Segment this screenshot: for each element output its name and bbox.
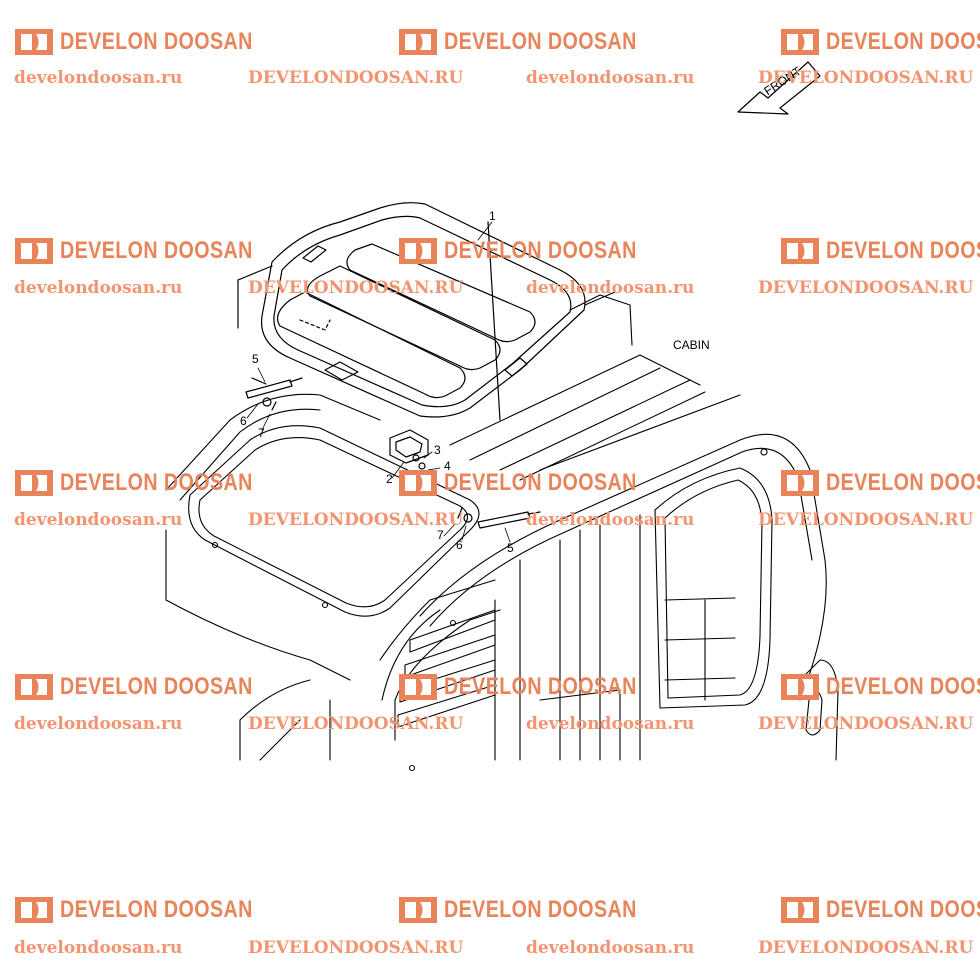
callout-1: 1 xyxy=(489,209,496,223)
watermark-brand: DEVELON DOOSAN xyxy=(780,896,980,924)
watermark-brand: DEVELON DOOSAN xyxy=(780,469,980,497)
watermark-url: DEVELONDOOSAN.RU xyxy=(248,510,464,530)
watermark-brand: DEVELON DOOSAN xyxy=(398,28,679,56)
callout-7-left: 7 xyxy=(258,426,265,440)
watermark-url: DEVELONDOOSAN.RU xyxy=(758,714,974,734)
callout-3: 3 xyxy=(434,443,441,457)
watermark-url: develondoosan.ru xyxy=(526,714,695,734)
brand-logo-icon xyxy=(15,238,53,264)
brand-logo-icon xyxy=(399,238,437,264)
watermark-brand: DEVELON DOOSAN xyxy=(398,237,679,265)
brand-logo-icon xyxy=(15,897,53,923)
brand-logo-icon xyxy=(399,674,437,700)
watermark-url: develondoosan.ru xyxy=(526,510,695,530)
watermark-url: develondoosan.ru xyxy=(526,68,695,88)
callout-6-left: 6 xyxy=(240,414,247,428)
watermark-brand: DEVELON DOOSAN xyxy=(398,896,679,924)
watermark-url: develondoosan.ru xyxy=(14,68,183,88)
watermark-url: DEVELONDOOSAN.RU xyxy=(248,278,464,298)
brand-logo-icon xyxy=(15,470,53,496)
watermark-brand: DEVELON DOOSAN xyxy=(14,673,295,701)
hatch-latch xyxy=(389,429,429,470)
watermark-url: DEVELONDOOSAN.RU xyxy=(758,510,974,530)
watermark-url: DEVELONDOOSAN.RU xyxy=(248,68,464,88)
brand-logo-icon xyxy=(399,29,437,55)
watermark-brand: DEVELON DOOSAN xyxy=(14,469,295,497)
brand-logo-icon xyxy=(781,897,819,923)
watermark-url: develondoosan.ru xyxy=(14,714,183,734)
watermark-url: DEVELONDOOSAN.RU xyxy=(758,68,974,88)
watermark-url: develondoosan.ru xyxy=(14,510,183,530)
watermark-brand: DEVELON DOOSAN xyxy=(780,673,980,701)
roof-hatch xyxy=(260,202,586,418)
callout-6-right: 6 xyxy=(456,538,463,552)
callout-7-right: 7 xyxy=(437,528,444,542)
watermark-brand: DEVELON DOOSAN xyxy=(14,237,295,265)
watermark-url: develondoosan.ru xyxy=(14,938,183,958)
leader-lines xyxy=(246,221,511,543)
watermark-url: DEVELONDOOSAN.RU xyxy=(758,278,974,298)
brand-logo-icon xyxy=(781,238,819,264)
brand-logo-icon xyxy=(781,470,819,496)
watermark-brand: DEVELON DOOSAN xyxy=(398,469,679,497)
watermark-url: DEVELONDOOSAN.RU xyxy=(248,938,464,958)
callout-5-left: 5 xyxy=(252,352,259,366)
brand-logo-icon xyxy=(399,897,437,923)
assembly-label: CABIN xyxy=(673,338,710,352)
watermark-brand: DEVELON DOOSAN xyxy=(14,28,295,56)
watermark-brand: DEVELON DOOSAN xyxy=(14,896,295,924)
watermark-url: develondoosan.ru xyxy=(526,278,695,298)
brand-logo-icon xyxy=(781,674,819,700)
brand-logo-icon xyxy=(15,29,53,55)
watermark-brand: DEVELON DOOSAN xyxy=(780,28,980,56)
watermark-url: develondoosan.ru xyxy=(526,938,695,958)
watermark-url: develondoosan.ru xyxy=(14,278,183,298)
callout-5-right: 5 xyxy=(507,541,514,555)
brand-logo-icon xyxy=(399,470,437,496)
callout-2: 2 xyxy=(386,472,393,486)
watermark-brand: DEVELON DOOSAN xyxy=(398,673,679,701)
cabin-body xyxy=(165,291,839,772)
callout-4: 4 xyxy=(444,459,451,473)
watermark-url: DEVELONDOOSAN.RU xyxy=(758,938,974,958)
watermark-brand: DEVELON DOOSAN xyxy=(780,237,980,265)
gas-strut-right xyxy=(457,507,541,529)
watermark-url: DEVELONDOOSAN.RU xyxy=(248,714,464,734)
brand-logo-icon xyxy=(15,674,53,700)
front-direction-arrow xyxy=(737,61,821,115)
brand-logo-icon xyxy=(781,29,819,55)
